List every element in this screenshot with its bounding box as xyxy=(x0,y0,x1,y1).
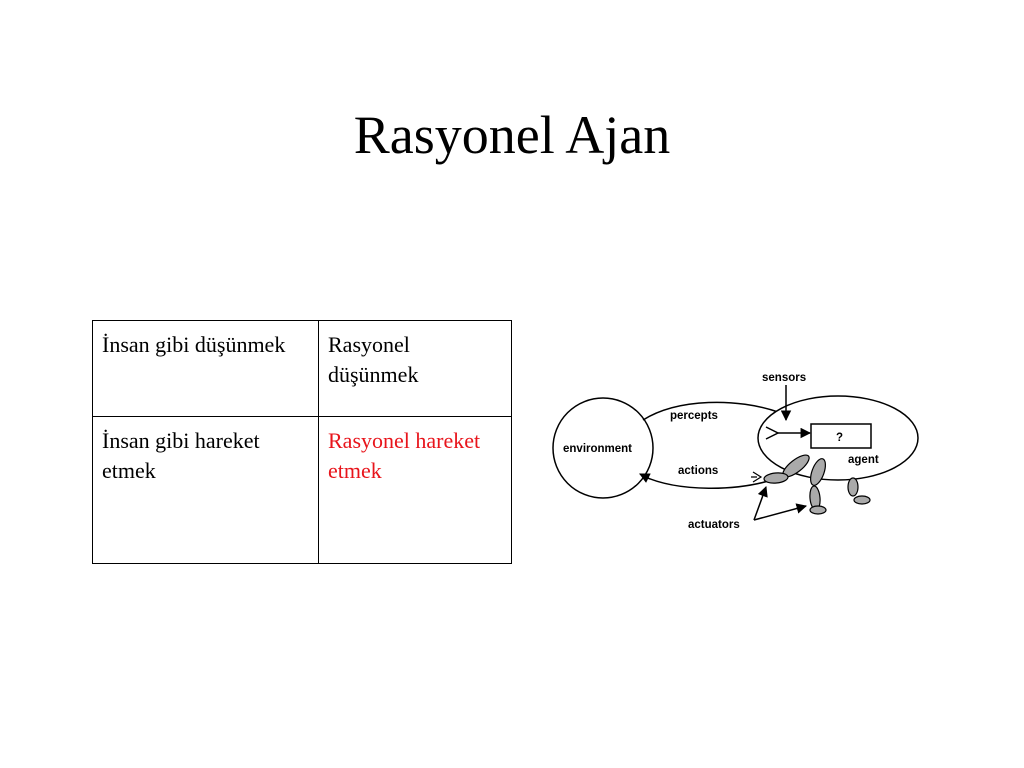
agent-label: agent xyxy=(848,454,879,466)
agent-program-box xyxy=(810,423,872,449)
table-row: İnsan gibi düşünmek Rasyonel düşünmek xyxy=(92,320,512,417)
environment-circle xyxy=(552,397,654,499)
actuators-pointer-2 xyxy=(753,503,808,521)
table-row: İnsan gibi hareket etmek Rasyonel hareke… xyxy=(92,416,512,564)
actions-label: actions xyxy=(678,465,718,477)
agent-program-label: ? xyxy=(836,432,843,444)
sensors-label: sensors xyxy=(762,372,806,384)
environment-label: environment xyxy=(563,443,632,455)
percepts-arrow xyxy=(644,412,656,418)
actuators-pointer-1 xyxy=(753,486,768,521)
cell-think-rationally: Rasyonel düşünmek xyxy=(318,320,512,417)
actuators-label: actuators xyxy=(688,519,740,531)
cell-think-humanly: İnsan gibi düşünmek xyxy=(92,320,319,417)
actuator-legs-icon xyxy=(751,454,871,515)
agent-environment-diagram: environment percepts actions ? agent sen… xyxy=(552,372,919,531)
cell-act-humanly: İnsan gibi hareket etmek xyxy=(92,416,319,564)
comparison-table: İnsan gibi düşünmek Rasyonel düşünmek İn… xyxy=(92,320,512,564)
actions-arrowhead-line xyxy=(639,473,651,483)
percepts-label: percepts xyxy=(670,410,718,422)
cell-act-rationally: Rasyonel hareket etmek xyxy=(318,416,512,564)
percepts-actions-loop xyxy=(642,401,779,489)
slide-title: Rasyonel Ajan xyxy=(353,105,671,165)
